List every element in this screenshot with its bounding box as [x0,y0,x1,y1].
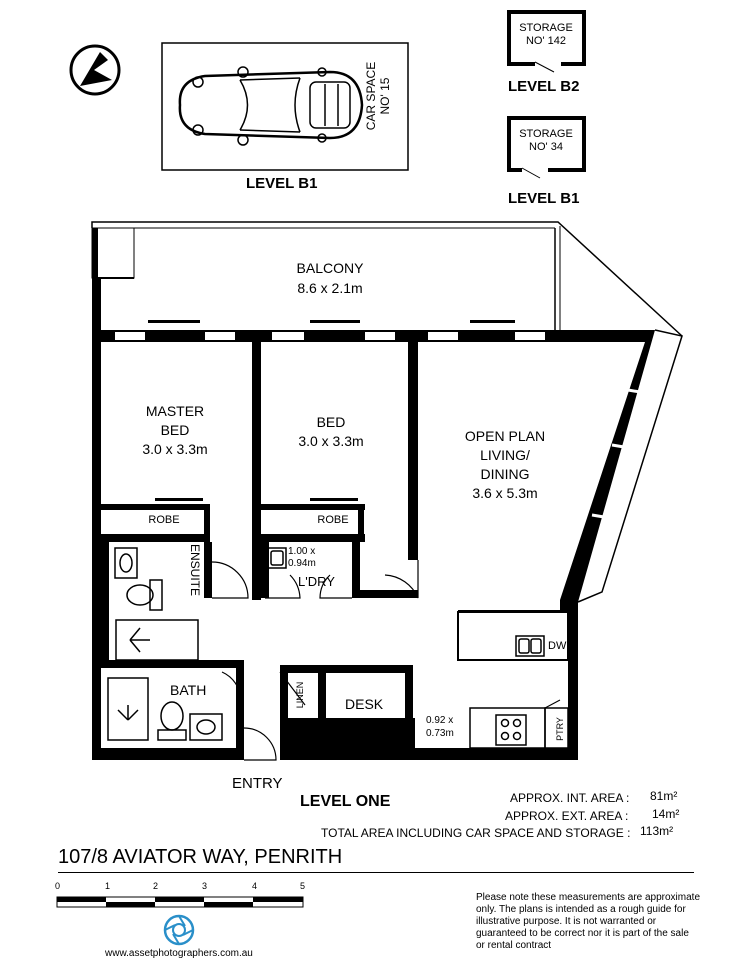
bed-label: BED 3.0 x 3.3m [276,413,386,451]
living-label: OPEN PLAN LIVING/ DINING 3.6 x 5.3m [440,427,570,503]
level-one-label: LEVEL ONE [300,793,391,810]
north-arrow-icon [69,44,121,96]
bath-shower-icon [107,677,149,741]
storage-b2-line2: NO' 142 [525,35,566,47]
camera-aperture-logo-icon [163,914,195,946]
total-area-value: 113m² [640,824,674,838]
balcony-size: 8.6 x 2.1m [297,280,363,296]
master-bed-label: MASTER BED 3.0 x 3.3m [120,402,230,459]
kitchen-dimension: 0.92 x 0.73m [426,714,454,740]
dishwasher-label: DW [548,640,567,652]
living-name3: DINING [480,466,530,482]
kitchen-dim1: 0.92 x [426,715,454,726]
cooktop-icon [495,714,527,746]
storage-b2-level-label: LEVEL B2 [508,78,580,95]
storage-b1-line2: NO' 34 [529,141,563,153]
master-bed-name1: MASTER [145,403,205,419]
storage-b1-box [507,116,586,179]
storage-b2-line1: STORAGE [519,22,573,34]
scale-tick-0: 0 [55,881,61,891]
scale-bar: 0 1 2 3 4 5 [50,878,320,918]
desk-label: DESK [345,696,384,712]
ext-area-label: APPROX. EXT. AREA : [505,809,629,823]
scale-tick-5: 5 [300,881,306,891]
car-space-line2: NO' 15 [378,77,392,115]
car-icon [178,66,364,146]
bath-vanity-icon [189,713,223,741]
int-area-value: 81m² [650,789,678,803]
scale-tick-2: 2 [153,881,159,891]
sink-icon [515,635,545,657]
laundry-label: L'DRY [298,574,335,589]
ensuite-vanity-icon [114,547,138,579]
bed-name: BED [316,414,346,430]
ensuite-toilet-icon [126,579,163,611]
bath-label: BATH [170,682,207,698]
ensuite-label: ENSUITE [188,543,202,596]
pantry-label: PTRY [555,717,565,741]
disclaimer-line: guaranteed to be correct nor it is part … [476,928,689,939]
living-size: 3.6 x 5.3m [472,485,538,501]
bed-size: 3.0 x 3.3m [298,433,364,449]
shower-icon [115,619,199,661]
total-area-label: TOTAL AREA INCLUDING CAR SPACE AND STORA… [321,826,631,840]
living-name2: LIVING/ [480,447,530,463]
laundry-tub-icon [267,547,287,569]
car-space-label: CAR SPACE NO' 15 [364,46,392,146]
door-swings [211,560,419,761]
car-space-line1: CAR SPACE [364,61,378,131]
disclaimer-line: Please note these measurements are appro… [476,892,701,903]
robe-bed-label: ROBE [317,514,349,526]
disclaimer-line: or rental contract [476,940,552,951]
master-bed-name2: BED [160,422,190,438]
scale-tick-3: 3 [202,881,208,891]
disclaimer-line: illustrative purpose. It is not warrante… [476,916,657,927]
master-bed-size: 3.0 x 3.3m [142,441,208,457]
address-title: 107/8 AVIATOR WAY, PENRITH [58,846,343,868]
ext-area-value: 14m² [652,807,680,821]
kitchen-dim2: 0.73m [426,728,454,739]
storage-b1-level-label: LEVEL B1 [508,190,580,207]
living-name1: OPEN PLAN [464,428,546,444]
linen-label: LINEN [295,681,305,709]
website-url: www.assetphotographers.com.au [105,948,253,959]
storage-b1-line1: STORAGE [519,128,573,140]
car-level-label: LEVEL B1 [246,175,318,192]
robe-master-label: ROBE [148,514,180,526]
entry-label: ENTRY [232,775,283,792]
scale-bar-graphic [56,896,304,908]
storage-b1-label: STORAGE NO' 34 [512,128,580,154]
laundry-dim1: 1.00 x [288,546,316,557]
balcony-label: BALCONY 8.6 x 2.1m [270,258,390,298]
disclaimer-text: Please note these measurements are appro… [476,892,726,952]
disclaimer-line: only. The plans is intended as a rough g… [476,904,686,915]
scale-tick-4: 4 [252,881,258,891]
int-area-label: APPROX. INT. AREA : [510,791,630,805]
bath-toilet-icon [157,701,187,741]
laundry-dimension: 1.00 x 0.94m [288,546,316,570]
balcony-name: BALCONY [296,260,364,276]
storage-b2-label: STORAGE NO' 142 [512,22,580,48]
scale-tick-1: 1 [105,881,111,891]
car-space-box [161,42,409,171]
apartment-walls [91,221,683,760]
storage-b2-box [507,10,586,73]
laundry-dim2: 0.94m [288,558,316,569]
divider [58,872,694,873]
